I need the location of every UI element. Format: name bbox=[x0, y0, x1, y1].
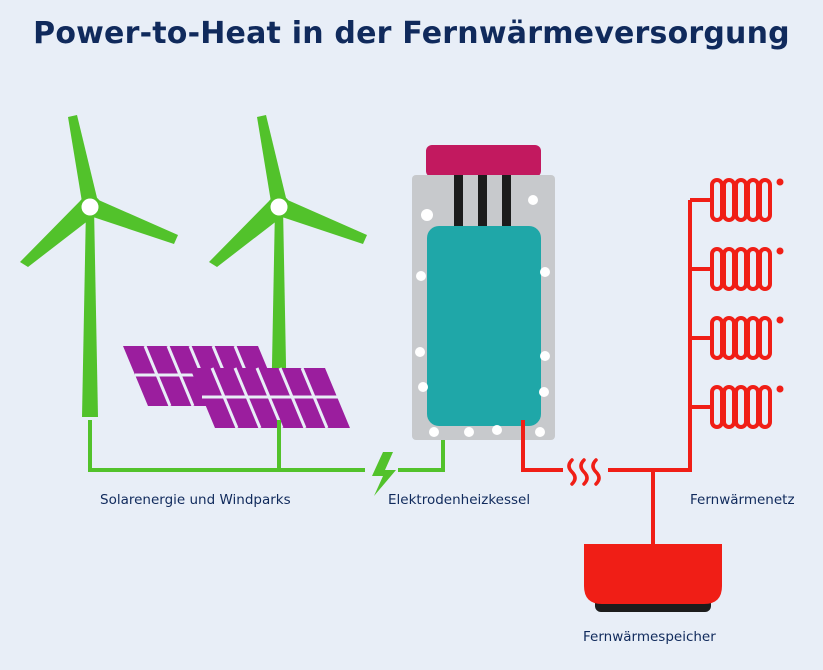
solar-panel-icon bbox=[121, 344, 352, 430]
radiator-icon bbox=[688, 314, 786, 360]
heat-waves-icon bbox=[567, 458, 601, 486]
heat-storage-label: Fernwärmespeicher bbox=[583, 629, 716, 645]
lightning-bolt-icon bbox=[372, 452, 396, 496]
radiator-icon bbox=[688, 176, 786, 222]
electrode-boiler-icon bbox=[412, 145, 555, 440]
heat-line bbox=[521, 200, 692, 544]
radiator-icon bbox=[688, 245, 786, 291]
page-title: Power-to-Heat in der Fernwärmeversorgung bbox=[33, 16, 790, 51]
power-line bbox=[88, 420, 445, 472]
heat-storage-tank-icon bbox=[584, 544, 722, 612]
district-heating-network-label: Fernwärmenetz bbox=[690, 492, 795, 508]
radiator-icon bbox=[688, 383, 786, 429]
electrode-boiler-label: Elektrodenheizkessel bbox=[388, 492, 531, 508]
solar-wind-label: Solarenergie und Windparks bbox=[100, 492, 291, 508]
